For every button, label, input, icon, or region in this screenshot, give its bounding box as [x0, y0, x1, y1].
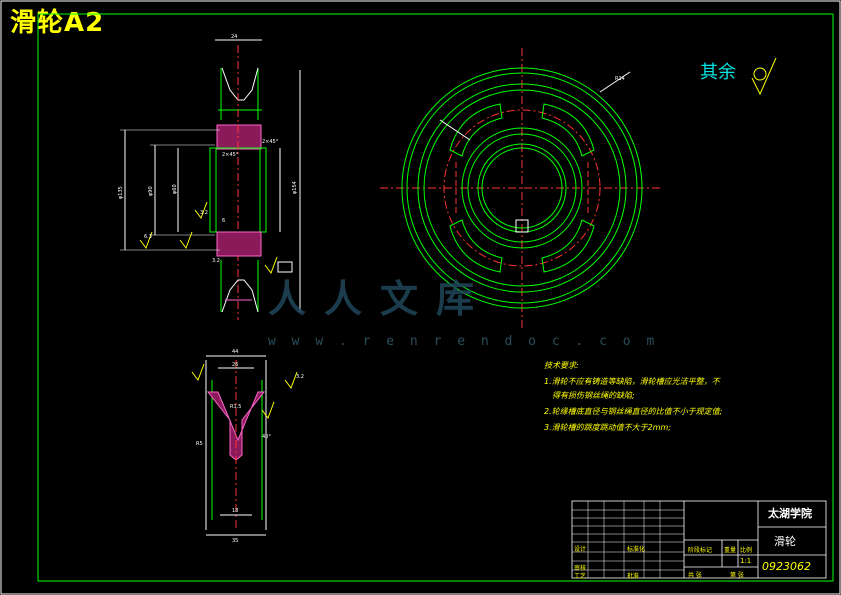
requirement-item: 得有损伤钢丝绳的缺陷;: [552, 391, 635, 400]
scale-value: 1:1: [740, 557, 752, 565]
dim-phi-right: φ154: [292, 181, 298, 194]
dim-phi-hub: φ60: [172, 184, 178, 194]
drawing-title: 滑轮A2: [10, 8, 105, 38]
dim-front-radius: R14: [615, 76, 625, 82]
label-stage-mark: 阶段标记: [688, 547, 713, 554]
dim-top-width: 24: [231, 34, 237, 40]
dim-phi-mid: φ90: [148, 186, 154, 196]
label-approve: 批准: [627, 573, 640, 580]
dim-detail-r: R5: [196, 441, 203, 447]
dim-detail-width: 44: [232, 349, 238, 355]
label-sheet-no: 第 张: [730, 572, 744, 579]
requirements-heading: 技术要求:: [544, 361, 579, 370]
front-view: [380, 48, 777, 328]
part-name: 滑轮: [774, 535, 796, 548]
title-block: [571, 500, 827, 579]
dim-width-bottom: 6: [222, 218, 225, 224]
roughness-note: 其余: [700, 62, 736, 83]
requirement-item: 2.轮缘槽底直径与钢丝绳直径的比值不小于规定值;: [544, 407, 723, 416]
inner-frame: [37, 13, 834, 582]
dim-detail-side: 3.2: [296, 374, 304, 380]
label-standard: 标准化: [627, 546, 646, 553]
roughness-c: 3.2: [212, 258, 220, 264]
label-review: 审核: [574, 565, 587, 572]
dim-detail-mid: R1.5: [230, 404, 241, 410]
groove-detail-view: [191, 355, 298, 536]
dim-detail-angle: 40°: [262, 434, 271, 440]
label-ratio: 比例: [740, 547, 753, 554]
label-process: 工艺: [574, 573, 587, 580]
side-view-labels: 24 2×45° 2×45° φ135 φ90 φ60 φ154 3.2 6.3…: [118, 34, 298, 264]
requirement-item: 3.滑轮槽的跳度跳动值不大于2mm;: [544, 423, 672, 432]
watermark-text: 人人文库: [268, 277, 493, 321]
drawing-number: 0923062: [762, 560, 811, 573]
dim-detail-bottom-a: 18: [232, 508, 238, 514]
roughness-b: 6.3: [144, 234, 152, 240]
label-sheets-total: 共 张: [688, 572, 702, 579]
dim-chamfer-a: 2×45°: [222, 152, 239, 158]
roughness-a: 3.2: [200, 210, 208, 216]
dim-detail-bottom-b: 35: [232, 538, 238, 544]
dim-detail-top: 26: [232, 362, 238, 368]
label-design: 设计: [574, 546, 587, 553]
dim-chamfer-b: 2×45°: [262, 139, 279, 145]
side-section-view: [120, 39, 301, 320]
watermark-url: w w w . r e n r e n d o c . c o m: [268, 334, 659, 349]
dim-phi-outer: φ135: [118, 186, 124, 199]
requirement-item: 1.滑轮不应有铸造等缺陷，滑轮槽应光洁平整，不: [544, 377, 720, 386]
label-weight: 重量: [724, 547, 737, 554]
school-name: 太湖学院: [768, 507, 812, 520]
detail-labels: 44 26 R1.5 18 35 R5 40° 3.2: [196, 349, 304, 544]
